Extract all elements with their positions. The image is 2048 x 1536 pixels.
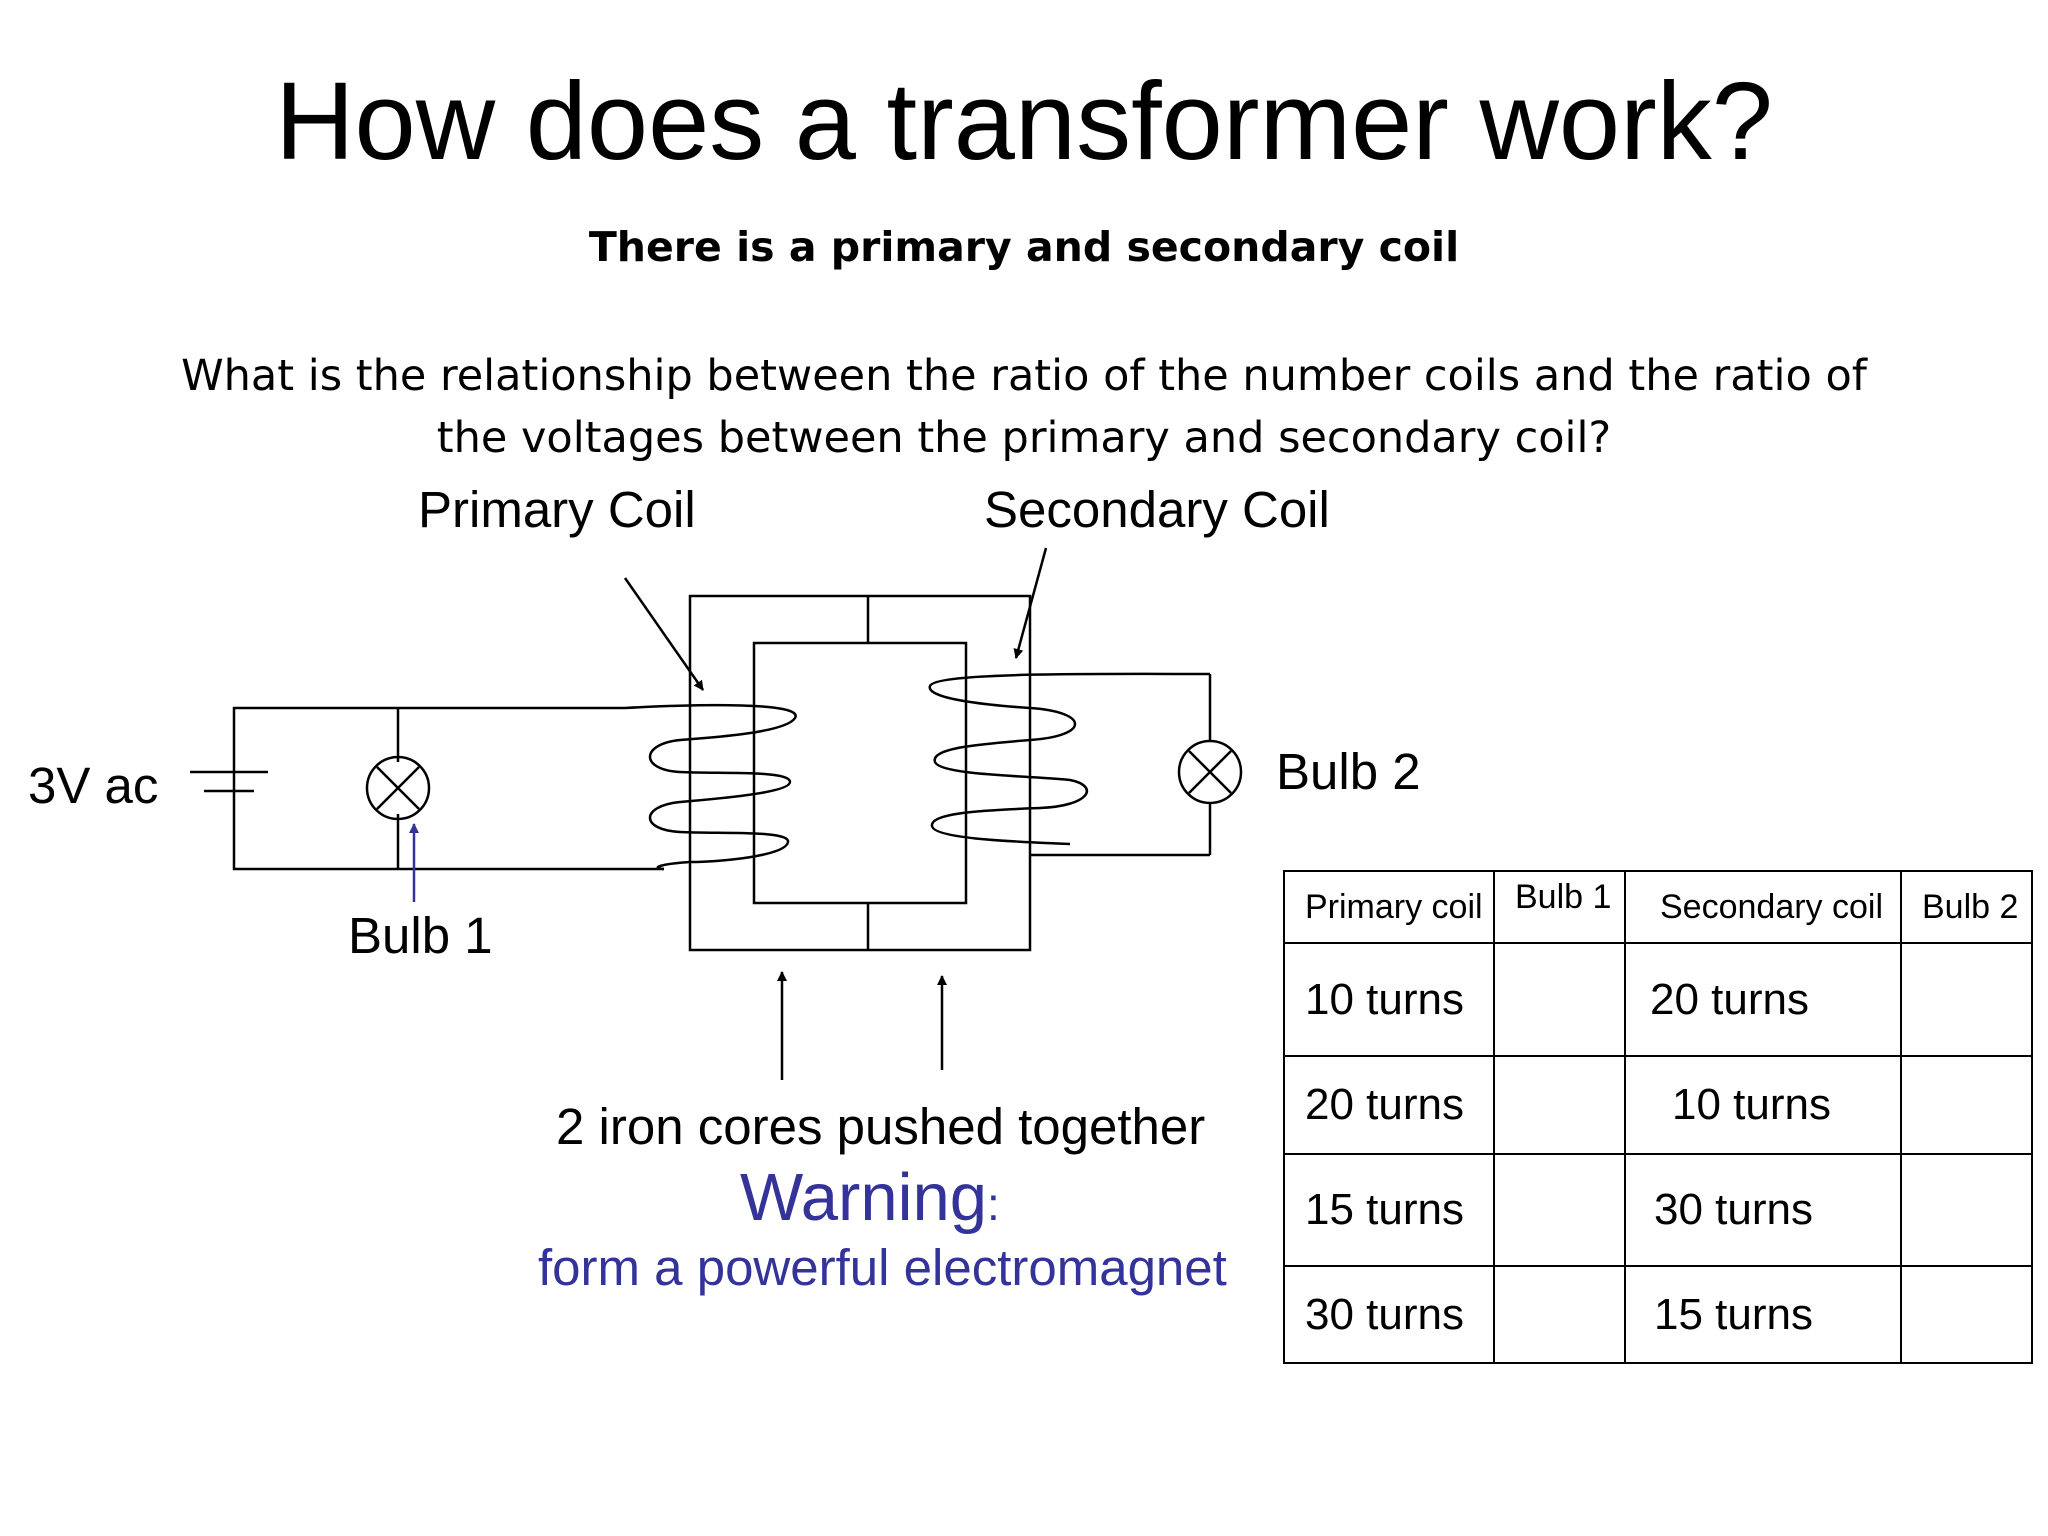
secondary-coil-icon (928, 672, 1211, 846)
header-bulb-2: Bulb 2 (1900, 870, 2033, 944)
bulb2-cell (1900, 1055, 2033, 1155)
warning-colon: : (987, 1178, 1000, 1230)
bulb2-icon (1177, 739, 1243, 805)
bulb1-cell (1493, 942, 1626, 1057)
warning-word: Warning (740, 1160, 987, 1235)
primary-turns-cell: 30 turns (1283, 1265, 1495, 1364)
bulb1-cell (1493, 1153, 1626, 1267)
secondary-turns-cell: 15 turns (1624, 1265, 1902, 1364)
bulb2-label: Bulb 2 (1276, 743, 1421, 800)
bulb1-cell (1493, 1055, 1626, 1155)
header-primary-coil: Primary coil (1283, 870, 1495, 944)
warning-text: form a powerful electromagnet (538, 1239, 1227, 1296)
secondary-turns-cell: 10 turns (1624, 1055, 1902, 1155)
primary-turns-cell: 10 turns (1283, 942, 1495, 1057)
slide-subtitle: There is a primary and secondary coil (588, 223, 1460, 271)
bulb2-cell (1900, 1265, 2033, 1364)
secondary-turns-cell: 30 turns (1624, 1153, 1902, 1267)
secondary-turns-cell: 20 turns (1624, 942, 1902, 1057)
bulb2-cell (1900, 942, 2033, 1057)
header-bulb-1: Bulb 1 (1493, 870, 1626, 944)
table-header-row: Primary coil Bulb 1 Secondary coil Bulb … (1283, 870, 2033, 944)
warning-heading: Warning: (740, 1160, 1000, 1236)
bulb2-cell (1900, 1153, 2033, 1267)
bulb1-cell (1493, 1265, 1626, 1364)
primary-turns-cell: 20 turns (1283, 1055, 1495, 1155)
secondary-coil-label: Secondary Coil (984, 481, 1330, 538)
table-row: 15 turns 30 turns (1283, 1153, 2033, 1267)
table-row: 10 turns 20 turns (1283, 942, 2033, 1057)
table-row: 20 turns 10 turns (1283, 1055, 2033, 1155)
primary-coil-label: Primary Coil (418, 481, 696, 538)
primary-turns-cell: 15 turns (1283, 1153, 1495, 1267)
question-text: What is the relationship between the rat… (181, 351, 1867, 463)
table-row: 30 turns 15 turns (1283, 1265, 2033, 1364)
slide-title: How does a transformer work? (275, 60, 1773, 183)
source-label: 3V ac (28, 757, 159, 814)
iron-cores-label: 2 iron cores pushed together (556, 1098, 1206, 1155)
turns-table: Primary coil Bulb 1 Secondary coil Bulb … (1283, 870, 2033, 1364)
bulb1-label: Bulb 1 (348, 907, 493, 964)
header-secondary-coil: Secondary coil (1624, 870, 1902, 944)
secondary-coil-arrow (1013, 547, 1048, 659)
primary-coil-arrow (623, 577, 705, 691)
primary-wire-top (232, 706, 664, 871)
bulb1-icon (365, 755, 431, 821)
primary-coil-icon (624, 703, 797, 871)
